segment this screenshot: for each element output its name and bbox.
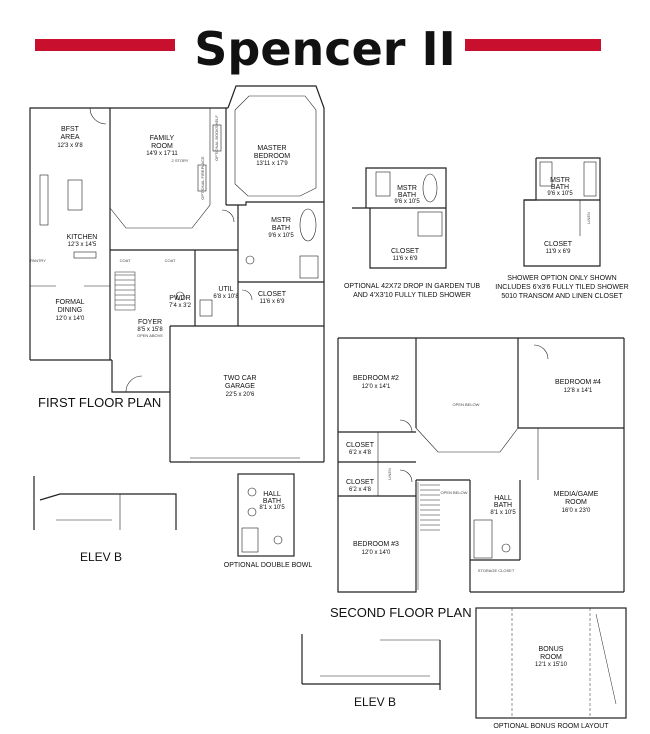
family-note: 2 STORY bbox=[172, 158, 189, 163]
garage-name1: TWO CAR bbox=[223, 375, 256, 382]
pwdr-name: PWDR bbox=[169, 295, 190, 302]
closet-b-dim: 6'2 x 4'8 bbox=[349, 487, 372, 493]
master-bedroom-dim: 13'11 x 17'9 bbox=[256, 161, 288, 167]
formal-dining-name2: DINING bbox=[58, 307, 83, 314]
bonus-room-walls bbox=[475, 607, 627, 719]
storage-label: STORAGE CLOSET bbox=[478, 568, 515, 573]
bfst-dim: 12'3 x 9'8 bbox=[57, 143, 83, 149]
bedroom2-dim: 12'0 x 14'1 bbox=[362, 384, 391, 390]
bedroom4-dim: 12'8 x 14'1 bbox=[564, 388, 593, 394]
elev-b-right-walls bbox=[301, 634, 441, 690]
shower-mstr-bath-name1: MSTR bbox=[550, 177, 570, 184]
garage-name2: GARAGE bbox=[225, 383, 255, 390]
option-tub-walls bbox=[352, 167, 447, 269]
db-hall-bath-name2: BATH bbox=[263, 498, 281, 505]
kitchen-name: KITCHEN bbox=[67, 234, 98, 241]
pwdr-dim: 7'4 x 3'2 bbox=[169, 303, 192, 309]
shower-mstr-bath-dim: 9'6 x 10'5 bbox=[547, 191, 573, 197]
shower-closet-dim: 11'9 x 6'9 bbox=[546, 249, 572, 255]
title-bar-left bbox=[35, 39, 175, 51]
bedroom4-name: BEDROOM #4 bbox=[555, 379, 601, 386]
family-dim: 14'9 x 17'11 bbox=[146, 151, 178, 157]
double-bowl-caption: OPTIONAL DOUBLE BOWL bbox=[224, 562, 313, 569]
second-linen-label: LINEN bbox=[387, 468, 392, 480]
elev-b-left-walls bbox=[33, 476, 177, 530]
double-bowl-walls bbox=[237, 473, 295, 557]
bonus-name1: BONUS bbox=[539, 646, 564, 653]
db-hall-bath-name1: HALL bbox=[263, 491, 281, 498]
elev-b-right-label: ELEV B bbox=[354, 695, 396, 709]
option-shower-walls bbox=[523, 157, 601, 267]
hall-bath-name1: HALL bbox=[494, 495, 512, 502]
open-below-label: OPEN BELOW bbox=[453, 402, 480, 407]
second-floor-label: SECOND FLOOR PLAN bbox=[330, 605, 472, 620]
optional-fireplace-label: OPTIONAL FIREPLACE bbox=[200, 156, 205, 200]
hall-bath-dim: 8'1 x 10'5 bbox=[490, 510, 516, 516]
closet-name: CLOSET bbox=[258, 291, 287, 298]
closet-b-name: CLOSET bbox=[346, 479, 375, 486]
foyer-dim: 8'5 x 15'8 bbox=[137, 327, 163, 333]
bedroom3-dim: 12'0 x 14'0 bbox=[362, 550, 391, 556]
tub-caption-2: AND 4'X3'10 FULLY TILED SHOWER bbox=[353, 292, 471, 299]
kitchen-dim: 12'3 x 14'5 bbox=[68, 242, 97, 248]
plan-title: Spencer II bbox=[194, 22, 456, 76]
optional-bookshelf-label: OPTIONAL BOOKSHELF bbox=[214, 115, 219, 161]
master-bedroom-name2: BEDROOM bbox=[254, 153, 290, 160]
coat1-label: COAT bbox=[120, 258, 131, 263]
shower-caption-1: SHOWER OPTION ONLY SHOWN bbox=[507, 275, 616, 282]
shower-closet-name: CLOSET bbox=[544, 241, 573, 248]
elev-b-left-label: ELEV B bbox=[80, 550, 122, 564]
closet-a-dim: 6'2 x 4'8 bbox=[349, 450, 372, 456]
family-name1: FAMILY bbox=[150, 135, 175, 142]
mstr-bath-name2: BATH bbox=[272, 225, 290, 232]
mstr-bath-dim: 9'6 x 10'5 bbox=[268, 233, 294, 239]
bedroom3-name: BEDROOM #3 bbox=[353, 541, 399, 548]
foyer-name: FOYER bbox=[138, 319, 162, 326]
util-dim: 6'8 x 10'8 bbox=[213, 294, 239, 300]
formal-dining-dim: 12'0 x 14'0 bbox=[56, 316, 85, 322]
open-below2-label: OPEN BELOW bbox=[441, 490, 468, 495]
bfst-name2: AREA bbox=[60, 134, 79, 141]
garage-dim: 22'5 x 20'6 bbox=[226, 392, 255, 398]
tub-mstr-bath-dim: 9'6 x 10'5 bbox=[394, 199, 420, 205]
bfst-name1: BFST bbox=[61, 126, 80, 133]
pantry-label: PANTRY bbox=[30, 258, 46, 263]
db-hall-bath-dim: 8'1 x 10'5 bbox=[259, 505, 285, 511]
hall-bath-name2: BATH bbox=[494, 502, 512, 509]
master-bedroom-name1: MASTER bbox=[257, 145, 286, 152]
bonus-name2: ROOM bbox=[540, 654, 562, 661]
tub-caption-1: OPTIONAL 42X72 DROP IN GARDEN TUB bbox=[344, 283, 480, 290]
foyer-note: OPEN ABOVE bbox=[137, 333, 163, 338]
bonus-dim: 12'1 x 15'10 bbox=[535, 662, 568, 668]
tub-mstr-bath-name2: BATH bbox=[398, 192, 416, 199]
shower-linen-label: LINEN bbox=[586, 212, 591, 224]
bedroom2-name: BEDROOM #2 bbox=[353, 375, 399, 382]
family-name2: ROOM bbox=[151, 143, 173, 150]
media-name2: ROOM bbox=[565, 499, 587, 506]
closet-a-name: CLOSET bbox=[346, 442, 375, 449]
formal-dining-name1: FORMAL bbox=[55, 299, 84, 306]
mstr-bath-name1: MSTR bbox=[271, 217, 291, 224]
media-name1: MEDIA/GAME bbox=[554, 491, 599, 498]
first-floor-label: FIRST FLOOR PLAN bbox=[38, 395, 161, 410]
shower-caption-2: INCLUDES 6'x3'6 FULLY TILED SHOWER bbox=[495, 284, 628, 291]
closet-dim: 11'6 x 6'9 bbox=[260, 299, 286, 305]
tub-mstr-bath-name1: MSTR bbox=[397, 185, 417, 192]
coat2-label: COAT bbox=[165, 258, 176, 263]
bonus-caption: OPTIONAL BONUS ROOM LAYOUT bbox=[493, 723, 609, 730]
shower-caption-3: 5010 TRANSOM AND LINEN CLOSET bbox=[501, 293, 623, 300]
util-name: UTIL bbox=[218, 286, 233, 293]
title-bar-right bbox=[465, 39, 601, 51]
tub-closet-name: CLOSET bbox=[391, 248, 420, 255]
first-floor-walls bbox=[29, 85, 325, 463]
second-floor-walls bbox=[337, 337, 625, 593]
tub-closet-dim: 11'6 x 6'9 bbox=[393, 256, 419, 262]
media-dim: 16'0 x 23'0 bbox=[562, 508, 591, 514]
shower-mstr-bath-name2: BATH bbox=[551, 184, 569, 191]
